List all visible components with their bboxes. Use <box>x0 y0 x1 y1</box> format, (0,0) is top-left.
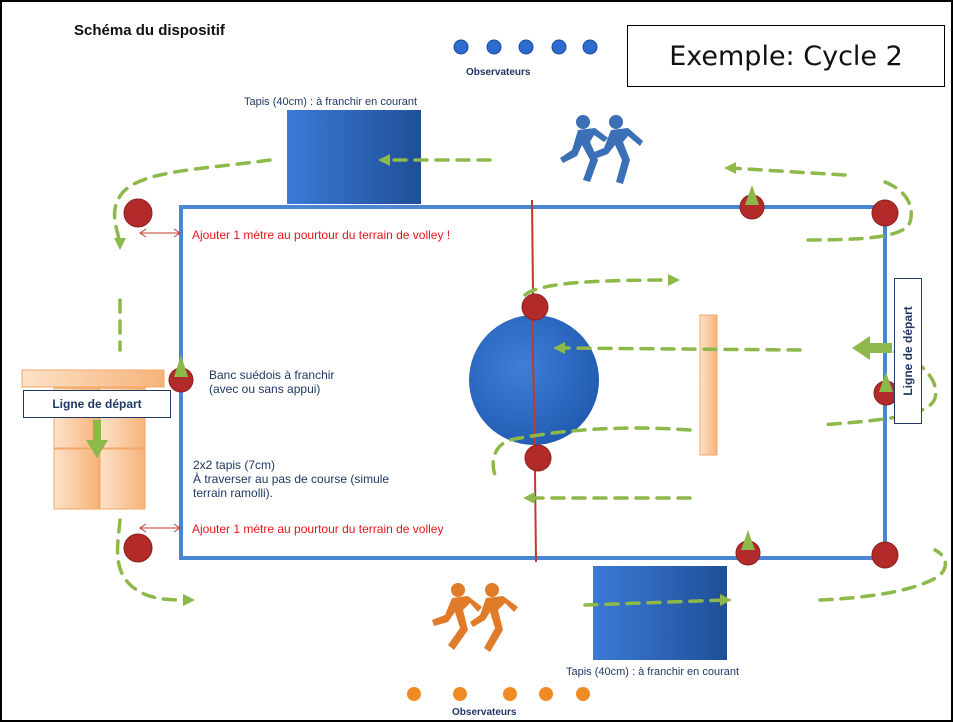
observers-bottom-label: Observateurs <box>452 707 517 718</box>
bench-label-line1: Banc suédois à franchir <box>209 368 335 382</box>
margin-note-bottom: Ajouter 1 mètre au pourtour du terrain d… <box>192 522 444 536</box>
cone-tips <box>174 185 893 550</box>
observers-bottom-dots <box>407 687 590 701</box>
bench-left <box>21 369 165 388</box>
small-mats-line1: 2x2 tapis (7cm) <box>193 458 276 472</box>
margin-arrows <box>139 228 181 533</box>
mat-top <box>287 110 421 204</box>
start-arrow-right <box>852 336 892 360</box>
margin-note-top: Ajouter 1 mètre au pourtour du terrain d… <box>192 228 451 242</box>
small-mats-line2: À traverser au pas de course (simule <box>193 472 390 486</box>
diagram-title: Schéma du dispositif <box>74 22 225 39</box>
example-label: Exemple: Cycle 2 <box>627 25 945 87</box>
observers-top-dots <box>453 39 598 55</box>
bench-label-line2: (avec ou sans appui) <box>209 382 321 396</box>
start-line-right-box: Ligne de départ <box>894 278 922 424</box>
small-mats-line3: terrain ramolli). <box>193 486 274 500</box>
start-line-left: Ligne de départ <box>23 390 171 418</box>
runners-bottom-icon <box>432 583 518 652</box>
cones <box>123 194 899 569</box>
observers-top-label: Observateurs <box>466 67 531 78</box>
bench-right <box>699 314 718 456</box>
start-line-right: Ligne de départ <box>901 306 915 396</box>
mat-top-label: Tapis (40cm) : à franchir en courant <box>244 96 418 108</box>
running-path <box>112 158 948 607</box>
mat-bottom-label: Tapis (40cm) : à franchir en courant <box>566 666 740 678</box>
mat-bottom <box>593 566 727 660</box>
start-arrow-left <box>86 420 108 458</box>
runners-top-icon <box>560 115 643 184</box>
